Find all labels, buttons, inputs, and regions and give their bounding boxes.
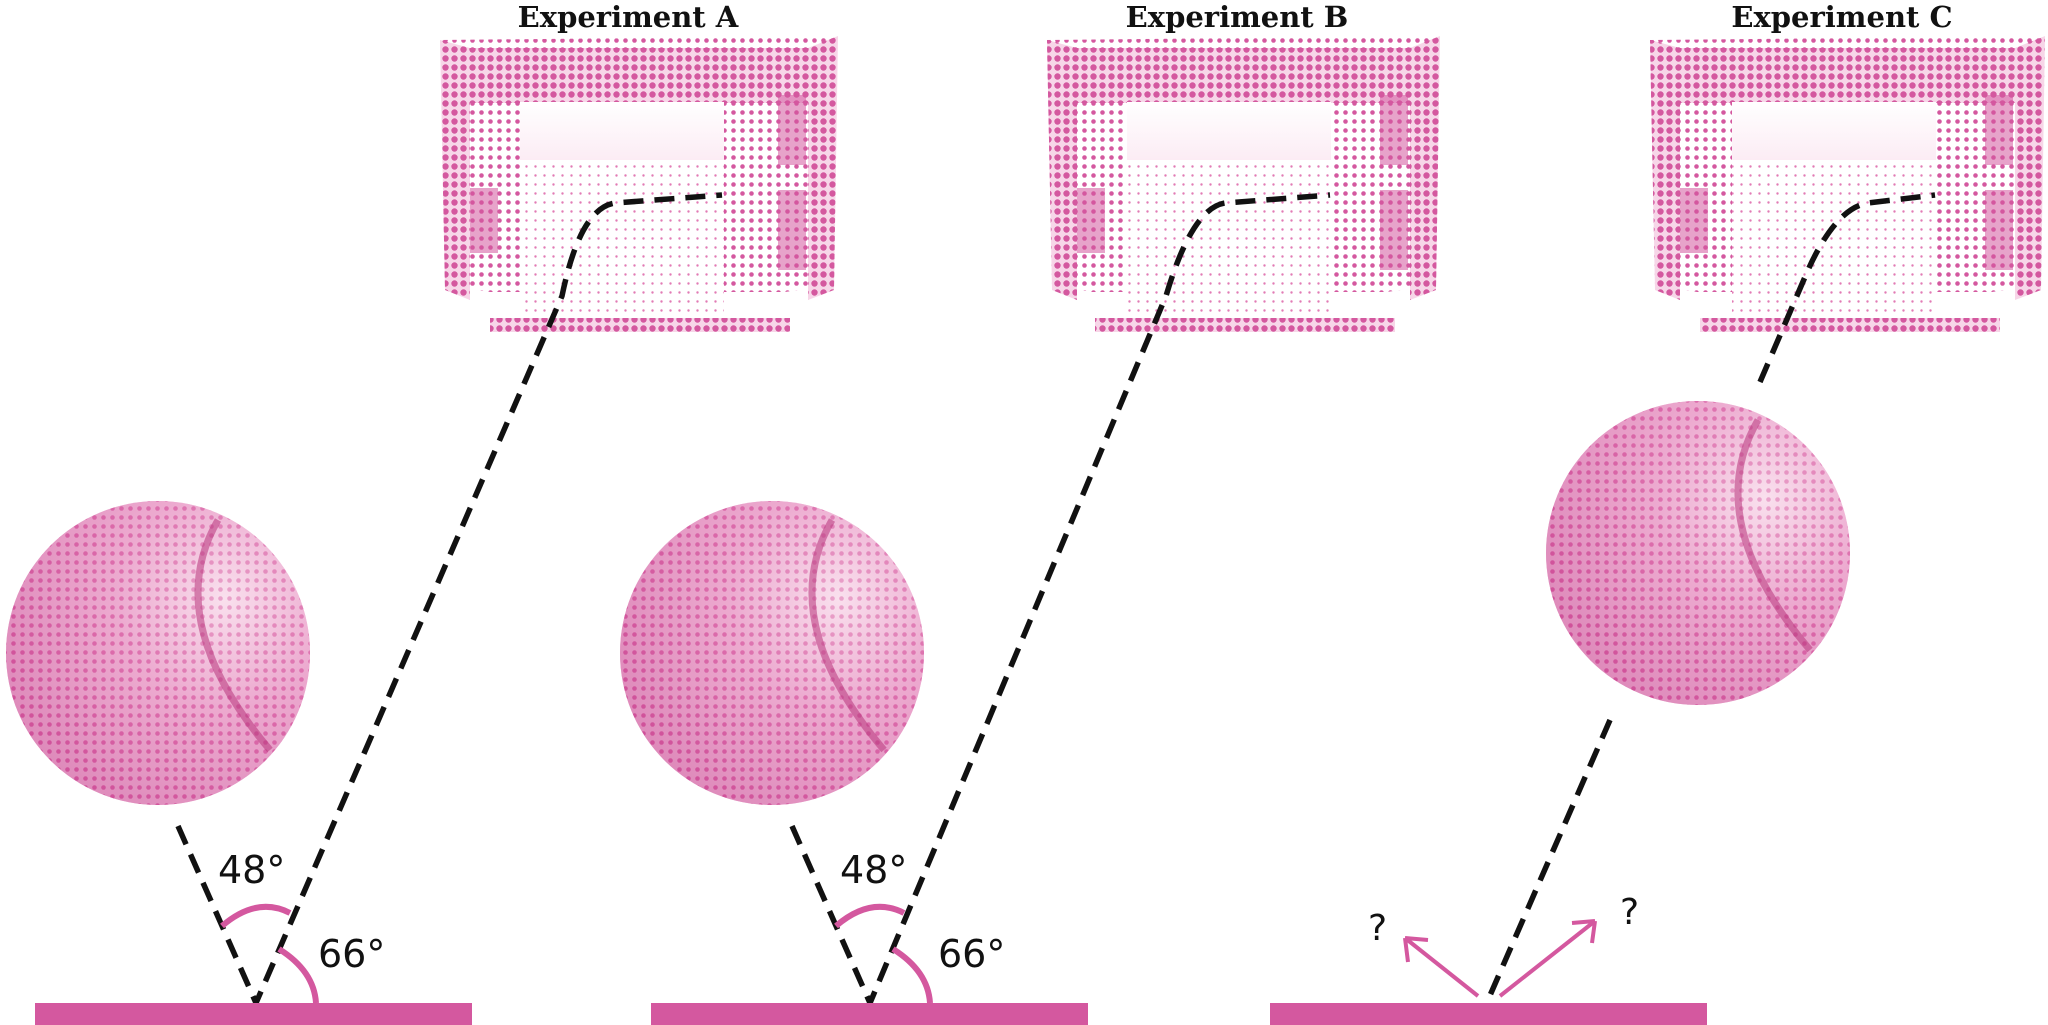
- goal-frame: [1650, 36, 2045, 332]
- angle-markers: 48° 66°: [218, 848, 385, 1004]
- ball-path-outgoing: [1757, 192, 1936, 384]
- angle-markers: 48° 66°: [834, 848, 1005, 1004]
- floor: [1270, 1003, 1707, 1025]
- experiment-b: Experiment B 48° 66°: [620, 0, 1440, 1025]
- floor: [651, 1003, 1088, 1025]
- ball-path: [789, 192, 1331, 1010]
- goal-frame: [1047, 36, 1440, 332]
- unknown-bounce-arrows: ? ?: [1368, 892, 1639, 998]
- experiment-c: Experiment C: [1270, 0, 2045, 1025]
- ball: [620, 501, 924, 805]
- floor: [35, 1003, 472, 1025]
- experiment-a: Experiment A 48° 66°: [6, 0, 838, 1025]
- ball: [1546, 401, 1850, 705]
- goal-frame: [440, 36, 838, 332]
- experiment-title: Experiment B: [1126, 0, 1349, 34]
- outgoing-angle-label: 66°: [938, 932, 1005, 976]
- incident-angle-label: 48°: [218, 848, 285, 892]
- ball-path-incoming: [1485, 718, 1613, 1002]
- ball-path: [175, 192, 723, 1010]
- experiment-title: Experiment C: [1731, 0, 1952, 34]
- arrow-right-icon: [1498, 919, 1597, 998]
- incident-angle-label: 48°: [840, 848, 907, 892]
- outgoing-angle-label: 66°: [318, 932, 385, 976]
- experiment-title: Experiment A: [518, 0, 739, 34]
- unknown-left-label: ?: [1368, 908, 1387, 949]
- arrow-left-icon: [1403, 936, 1480, 998]
- unknown-right-label: ?: [1620, 892, 1639, 933]
- ball: [6, 501, 310, 805]
